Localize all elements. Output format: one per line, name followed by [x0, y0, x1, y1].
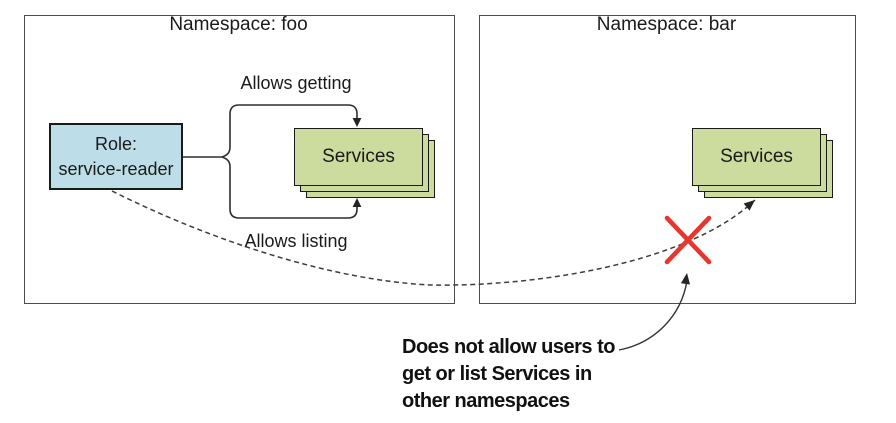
annotation-line2: get or list Services in [402, 363, 592, 385]
services-card-front: Services [692, 128, 821, 186]
namespace-foo-title: Namespace: foo [169, 14, 308, 35]
services-stack-foo: Services [294, 128, 447, 210]
role-box-label-line2: service-reader [58, 158, 174, 179]
allows-listing-label: Allows listing [244, 231, 348, 251]
annotation-line3: other namespaces [402, 390, 570, 412]
annotation-line1: Does not allow users to [402, 336, 615, 358]
role-box: Role: service-reader [49, 123, 183, 190]
allows-getting-label: Allows getting [240, 73, 352, 93]
services-card-front: Services [294, 128, 423, 186]
services-stack-bar: Services [692, 128, 845, 210]
services-bar-label: Services [720, 146, 793, 167]
namespace-foo-panel [24, 15, 455, 304]
services-foo-label: Services [322, 146, 395, 167]
role-box-label-line1: Role: [94, 133, 138, 154]
annotation-text: Does not allow users to get or list Serv… [402, 334, 615, 415]
namespace-bar-title: Namespace: bar [596, 14, 737, 35]
